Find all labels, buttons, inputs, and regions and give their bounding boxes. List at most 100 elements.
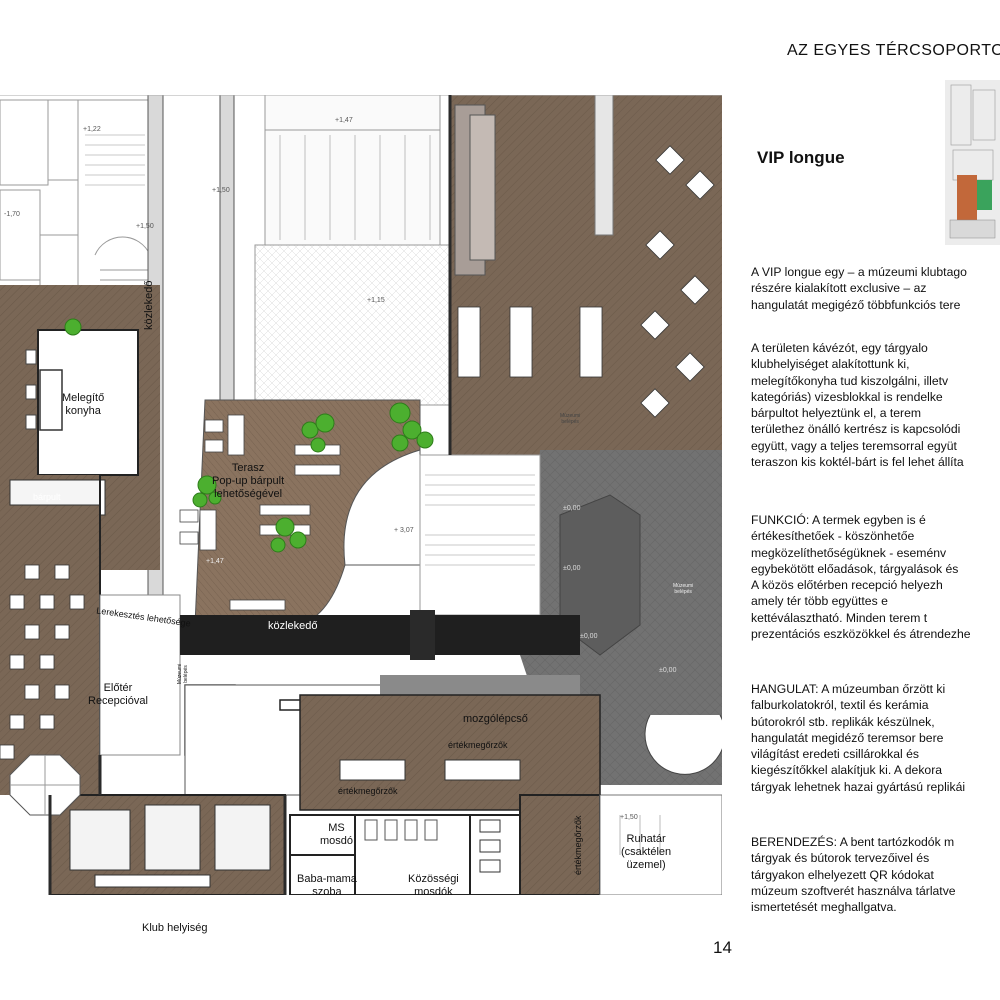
level-000b: ±0,00 bbox=[563, 564, 580, 574]
text-line: klubhelyiséget alakítottunk ki, bbox=[751, 357, 910, 372]
level-115: +1,15 bbox=[367, 296, 385, 306]
level-307-text: + 3,07 bbox=[394, 527, 414, 534]
section-heading: AZ EGYES TÉRCSOPORTOK bbox=[787, 42, 1000, 59]
level-000a-text: ±0,00 bbox=[563, 505, 581, 512]
text-line: együtt, vagy a teljes teremsorral együt bbox=[751, 438, 957, 453]
kozlekedo-h-text: közlekedő bbox=[268, 620, 318, 632]
text-line: világítást eredeti csillárokkal és bbox=[751, 747, 919, 762]
text-line: A közös előtérben recepció helyezh bbox=[751, 578, 943, 593]
klub-text: Klub helyiség bbox=[142, 922, 208, 934]
muzeumi-3-text: Múzeumi belépés bbox=[177, 663, 190, 685]
text-line: falburkolatokról, textil és kerámia bbox=[751, 698, 929, 713]
kozlekedo-v-text: közlekedő bbox=[143, 280, 155, 330]
level-000d: ±0,00 bbox=[659, 666, 676, 676]
muzeumi-1-text: Múzeumi belépés bbox=[560, 413, 581, 425]
text-line: tárgyakon elhelyezett QR kódokat bbox=[751, 867, 934, 882]
level-150a: +1,50 bbox=[212, 186, 230, 196]
level-147a-text: +1,47 bbox=[335, 117, 353, 124]
floor-plan bbox=[0, 95, 722, 895]
level-122-text: +1,22 bbox=[83, 126, 101, 133]
level-150b: +1,50 bbox=[136, 222, 154, 232]
ertekmegorzok-1-text: értékmegőrzők bbox=[448, 740, 508, 750]
text-line: területhez önálló kertrész is kapcsolódi bbox=[751, 422, 961, 437]
text-line: A területen kávézót, egy tárgyalo bbox=[751, 341, 928, 355]
text-line: bútorokról stb. replikák készülnek, bbox=[751, 714, 935, 729]
label-ertekmegorzok-3: értékmegőrzők bbox=[573, 815, 583, 875]
text-line: tárgyak lehetnek hazai gyártású replikái bbox=[751, 779, 966, 794]
text-line: kategóriás) vizesblokkal is rendelke bbox=[751, 389, 943, 404]
label-baba-mama: Baba-mama szoba bbox=[297, 873, 357, 899]
konyha-text: Melegítő konyha bbox=[62, 392, 105, 417]
text-line: kiegészítőkkel alakítjuk ki. A dekora bbox=[751, 763, 943, 778]
level-000a: ±0,00 bbox=[563, 504, 580, 514]
paragraph-berendezes: BERENDEZÉS: A bent tartózkodók m tárgyak… bbox=[751, 834, 1000, 915]
level-170-text: -1,70 bbox=[4, 211, 20, 218]
text-line: tárgyak és bútorok tervezőivel és bbox=[751, 851, 930, 866]
eloter-text: Előtér Recepcióval bbox=[88, 682, 148, 707]
label-ertekmegorzok-1: értékmegőrzők bbox=[448, 740, 508, 750]
paragraph-hangulat: HANGULAT: A múzeumban őrzött ki falburko… bbox=[751, 681, 1000, 795]
level-307: + 3,07 bbox=[394, 526, 414, 536]
level-150b-text: +1,50 bbox=[136, 223, 154, 230]
barpult-text: bárpult bbox=[33, 492, 61, 502]
level-150c-text: +1,50 bbox=[620, 814, 638, 821]
text-line: bárpultot helyeztünk el, a terem bbox=[751, 406, 922, 421]
text-line: értékesíthetőek - köszönhetőe bbox=[751, 529, 915, 544]
vip-lounge-title: VIP longue bbox=[757, 148, 845, 167]
label-melegito-konyha: Melegítő konyha bbox=[62, 392, 104, 418]
paragraph-intro: A VIP longue egy – a múzeumi klubtago ré… bbox=[751, 264, 1000, 313]
text-line: hangulatát megidéző teremsor bere bbox=[751, 730, 944, 745]
level-170: -1,70 bbox=[4, 210, 20, 220]
site-thumbnail-image bbox=[945, 80, 1000, 245]
label-muzeumi-1: Múzeumi belépés bbox=[560, 413, 580, 425]
label-eloter: Előtér Recepcióval bbox=[88, 682, 148, 708]
level-000c-text: ±0,00 bbox=[580, 633, 598, 640]
label-ruhatar: Ruhatár (csaktélen üzemel) bbox=[621, 833, 671, 872]
text-line: prezentációs eszközökkel és átrendezhe bbox=[751, 627, 971, 642]
label-kozlekedo-vertical: közlekedő bbox=[143, 280, 156, 330]
ertekmegorzok-3-text: értékmegőrzők bbox=[573, 815, 583, 875]
label-ertekmegorzok-2: értékmegőrzők bbox=[338, 786, 398, 796]
level-147b-text: +1,47 bbox=[206, 558, 224, 565]
text-line: melegítőkonyha tud kiszolgálni, illetv bbox=[751, 373, 949, 388]
page-number: 14 bbox=[713, 938, 732, 957]
label-barpult: bárpult bbox=[33, 492, 61, 502]
level-115-text: +1,15 bbox=[367, 297, 385, 304]
level-150a-text: +1,50 bbox=[212, 187, 230, 194]
label-muzeumi-2: Múzeumi belépés bbox=[673, 583, 693, 595]
text-line: A VIP longue egy – a múzeumi klubtago bbox=[751, 265, 967, 279]
text-line: múzeum szoftverét használva tárlatve bbox=[751, 883, 956, 898]
text-line: részére kialakított exclusive – az bbox=[751, 281, 927, 296]
label-mozgolepcso: mozgólépcső bbox=[463, 713, 528, 726]
baba-mama-text: Baba-mama szoba bbox=[297, 873, 357, 898]
text-line: BERENDEZÉS: A bent tartózkodók m bbox=[751, 835, 955, 849]
level-000c: ±0,00 bbox=[580, 632, 597, 642]
text-line: amely tér több együttes e bbox=[751, 594, 888, 609]
label-kozlekedo-horizontal: közlekedő bbox=[268, 620, 318, 633]
label-terasz: Terasz Pop-up bárpult lehetőségével bbox=[212, 462, 284, 501]
label-kozossegi: Közösségi mosdók bbox=[408, 873, 459, 899]
level-150c: +1,50 bbox=[620, 813, 638, 823]
label-ms-mosdo: MS mosdó bbox=[320, 822, 353, 848]
level-147a: +1,47 bbox=[335, 116, 353, 126]
ertekmegorzok-2-text: értékmegőrzők bbox=[338, 786, 398, 796]
kozossegi-text: Közösségi mosdók bbox=[408, 873, 459, 898]
paragraph-funkcio: FUNKCIÓ: A termek egyben is é értékesíth… bbox=[751, 512, 1000, 642]
label-muzeumi-3: Múzeumi belépés bbox=[177, 664, 189, 684]
paragraph-area: A területen kávézót, egy tárgyalo klubhe… bbox=[751, 340, 1000, 470]
level-000d-text: ±0,00 bbox=[659, 667, 677, 674]
level-000b-text: ±0,00 bbox=[563, 565, 581, 572]
ruhatar-text: Ruhatár (csaktélen üzemel) bbox=[621, 833, 672, 871]
text-line: ismertetését meghallgatva. bbox=[751, 900, 897, 915]
muzeumi-2-text: Múzeumi belépés bbox=[673, 583, 694, 595]
text-line: HANGULAT: A múzeumban őrzött ki bbox=[751, 682, 946, 696]
ms-mosdo-text: MS mosdó bbox=[320, 822, 354, 847]
terasz-text: Terasz Pop-up bárpult lehetőségével bbox=[212, 462, 285, 500]
text-line: egybekötött előadások, tárgyalások és bbox=[751, 561, 959, 576]
mozgolepcso-text: mozgólépcső bbox=[463, 713, 528, 725]
text-line: hangulatát megigéző többfunkciós tere bbox=[751, 297, 961, 312]
text-line: kettéválasztható. Minden terem t bbox=[751, 610, 928, 625]
label-klub: Klub helyiség bbox=[142, 922, 207, 935]
level-147b: +1,47 bbox=[206, 557, 224, 567]
text-line: teraszon kis koktél-bárt is fel lehet ál… bbox=[751, 455, 964, 470]
